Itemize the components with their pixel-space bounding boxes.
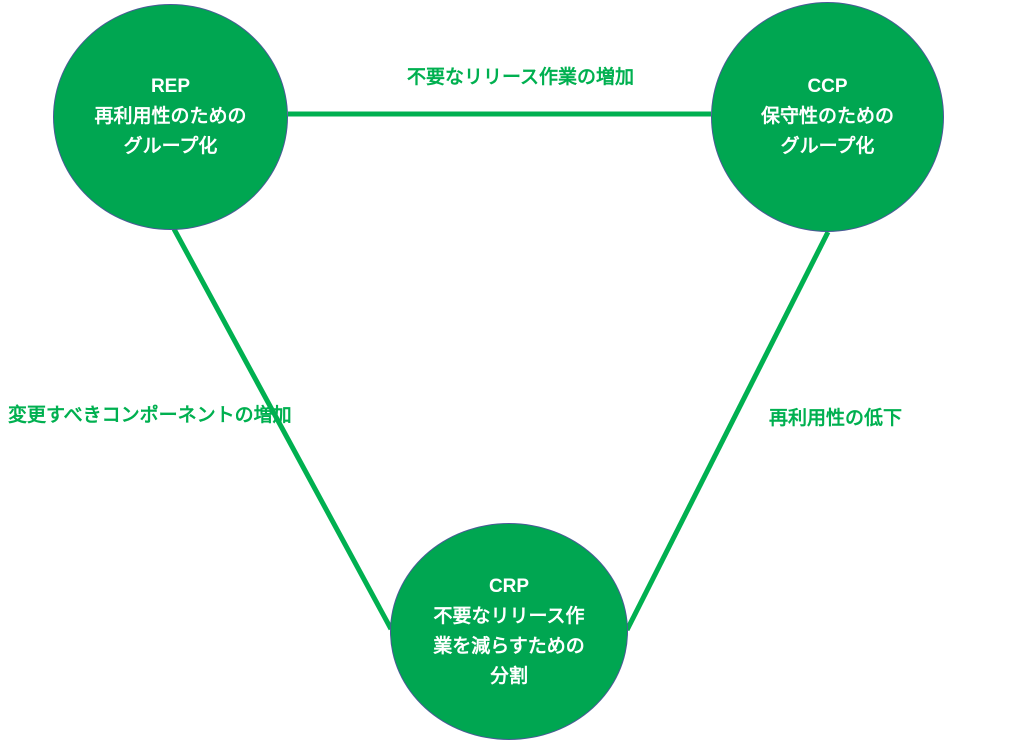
edge-line-rep-crp bbox=[171, 227, 394, 631]
node-ccp-line-3: グループ化 bbox=[780, 136, 875, 157]
node-ccp: CCP 保守性のための グループ化 bbox=[711, 2, 944, 232]
edge-line-ccp-crp bbox=[624, 230, 831, 632]
node-rep-line-3: グループ化 bbox=[123, 136, 218, 157]
node-rep: REP 再利用性のための グループ化 bbox=[53, 4, 288, 230]
node-crp-line-3: 業を減らすための bbox=[433, 635, 585, 657]
node-rep-line-2: 再利用性のための bbox=[94, 106, 247, 127]
node-rep-title: REP bbox=[150, 76, 191, 97]
node-crp: CRP 不要なリリース作 業を減らすための 分割 bbox=[390, 523, 628, 740]
edge-label-rep-ccp: 不要なリリース作業の増加 bbox=[407, 67, 635, 88]
node-ccp-title: CCP bbox=[807, 76, 848, 97]
edge-label-rep-crp: 変更すべきコンポーネントの増加 bbox=[8, 405, 292, 426]
node-crp-line-4: 分割 bbox=[489, 665, 528, 687]
node-ccp-line-2: 保守性のための bbox=[760, 106, 894, 127]
node-crp-line-2: 不要なリリース作 bbox=[433, 605, 585, 627]
edge-label-ccp-crp: 再利用性の低下 bbox=[769, 408, 903, 429]
node-crp-title: CRP bbox=[488, 575, 530, 597]
